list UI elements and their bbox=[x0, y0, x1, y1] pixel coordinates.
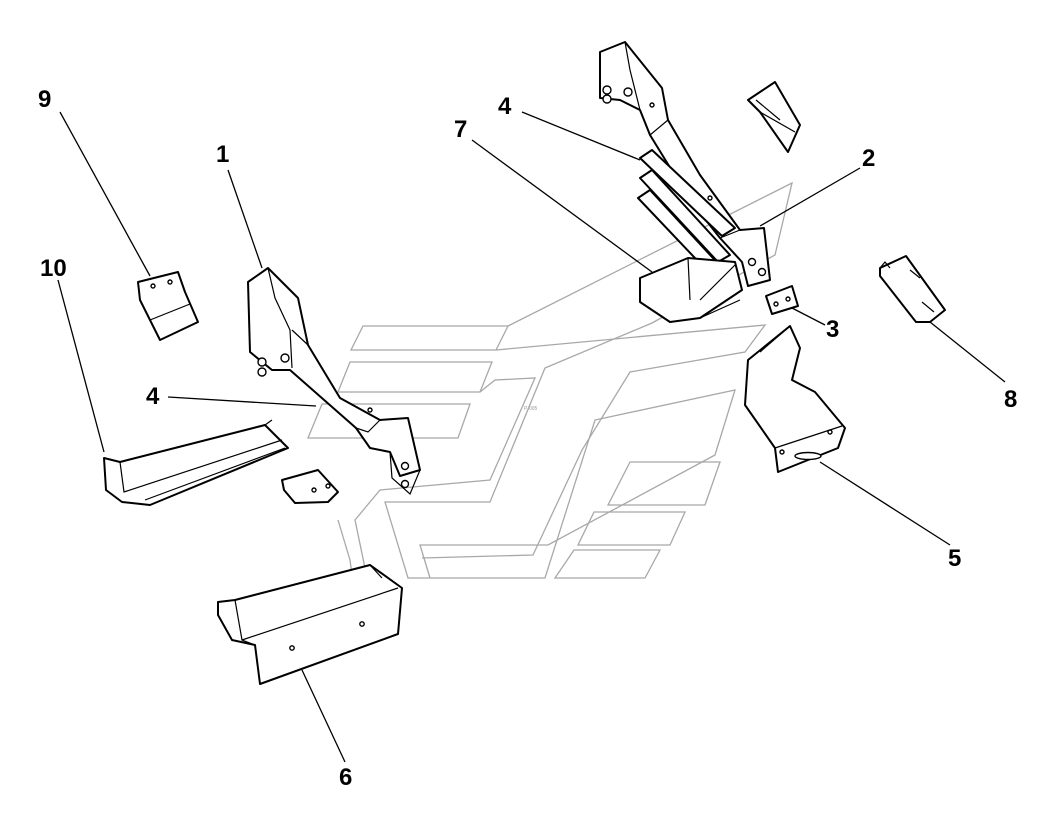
part-3-small-plate bbox=[765, 285, 799, 315]
part-6-long-channel bbox=[217, 564, 403, 685]
leader-7 bbox=[471, 139, 653, 273]
part-1-bracket bbox=[247, 267, 421, 496]
callout-1: 1 bbox=[216, 141, 229, 168]
callout-3: 3 bbox=[826, 316, 839, 343]
leader-8 bbox=[929, 321, 1006, 383]
callout-6: 6 bbox=[339, 764, 352, 791]
leader-lines bbox=[57, 111, 1006, 763]
small-angle-bracket bbox=[747, 81, 801, 153]
leader-4a bbox=[521, 111, 641, 161]
leader-1 bbox=[227, 169, 263, 269]
part-10-long-rail bbox=[103, 419, 289, 506]
callout-2: 2 bbox=[862, 145, 875, 172]
callout-5: 5 bbox=[948, 545, 961, 572]
callout-10: 10 bbox=[40, 255, 67, 282]
part-4-shim-plates bbox=[637, 149, 736, 277]
leader-10 bbox=[57, 279, 105, 453]
leader-3 bbox=[791, 307, 826, 326]
callout-8: 8 bbox=[1004, 386, 1017, 413]
part-8-angle-clip bbox=[879, 255, 946, 323]
leader-4b bbox=[167, 396, 317, 407]
callout-labels: 1 2 3 4 4 5 6 7 8 9 10 bbox=[38, 86, 1017, 791]
callout-4b: 4 bbox=[146, 383, 160, 410]
part-7-saddle-block bbox=[639, 257, 743, 323]
part-5-formed-bracket bbox=[744, 325, 846, 473]
leader-5 bbox=[819, 461, 951, 546]
svg-text:P-005: P-005 bbox=[524, 406, 538, 412]
leader-6 bbox=[301, 669, 346, 763]
part-9-small-bracket bbox=[137, 271, 199, 341]
leader-2 bbox=[759, 167, 861, 227]
callout-9: 9 bbox=[38, 86, 51, 113]
callout-4a: 4 bbox=[498, 93, 512, 120]
small-clip bbox=[281, 469, 339, 504]
leader-9 bbox=[59, 111, 151, 277]
callout-7: 7 bbox=[454, 116, 467, 143]
part-2-bracket bbox=[599, 41, 771, 287]
